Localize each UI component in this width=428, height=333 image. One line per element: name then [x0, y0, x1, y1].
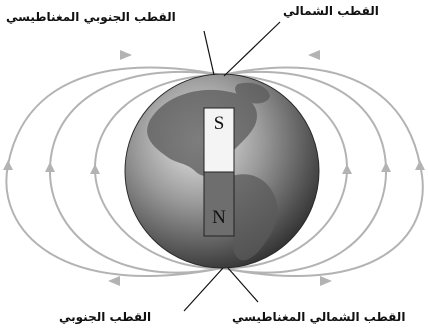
field-arrow [3, 160, 13, 170]
field-arrow [342, 164, 352, 174]
magnet-south-label: S [204, 113, 234, 135]
field-arrow [308, 50, 320, 60]
field-arrow [415, 160, 425, 170]
label-north-geographic-pole: القطب الشمالي [283, 3, 379, 19]
field-arrow [320, 276, 332, 286]
leader-south-geographic-pole [184, 268, 223, 311]
field-arrow [90, 164, 100, 174]
field-arrow [45, 162, 55, 172]
field-arrow [381, 162, 391, 172]
field-arrow [108, 276, 120, 286]
magnet-north-label: N [204, 207, 234, 229]
field-arrow [120, 50, 132, 60]
label-south-magnetic-pole: القطب الجنوبي المغناطيسي [6, 9, 176, 25]
label-north-magnetic-pole: القطب الشمالي المغناطيسي [232, 309, 405, 325]
leader-south-magnetic-pole [204, 31, 214, 75]
label-south-geographic-pole: القطب الجنوبي [59, 309, 151, 325]
